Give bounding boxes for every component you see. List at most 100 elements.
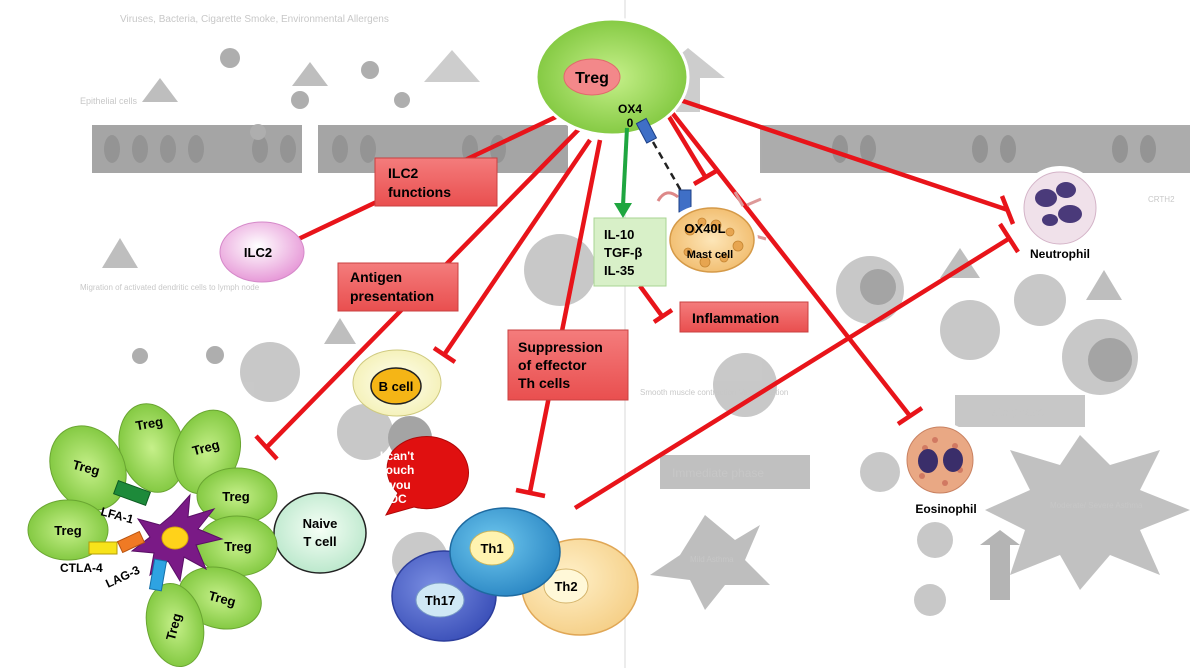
- lag3-molecule: [116, 530, 146, 554]
- treg-cluster-5: [27, 499, 109, 561]
- svg-text:ILC2: ILC2: [388, 165, 419, 181]
- connector-molecule: [148, 558, 168, 592]
- svg-text:Th cells: Th cells: [518, 375, 570, 391]
- mast-cell-body: [669, 207, 755, 273]
- ctla4-label: CTLA-4: [60, 561, 103, 575]
- ox40l-label: OX40L: [684, 221, 725, 236]
- suppression-box: Suppression of effector Th cells: [507, 329, 629, 401]
- bg-up-arrow: [980, 530, 1020, 600]
- bg-allergens: [102, 62, 1122, 344]
- bg-immediate-phase-box: [660, 455, 810, 489]
- dashed-link: [651, 141, 686, 197]
- inflammation-box: Inflammation: [679, 301, 809, 333]
- background-layer: Viruses, Bacteria, Cigarette Smoke, Envi…: [80, 0, 1190, 668]
- treg-main-nucleus: [563, 58, 621, 96]
- bar-mast: [692, 168, 720, 186]
- svg-text:Th2: Th2: [554, 579, 577, 594]
- mast-cell-label: Mast cell: [687, 249, 733, 261]
- svg-text:Th1: Th1: [480, 541, 503, 556]
- line-treg-neutrophil: [679, 97, 1009, 213]
- bg-epithelial-label: Epithelial cells: [80, 96, 138, 106]
- svg-text:B cell: B cell: [379, 379, 414, 394]
- svg-text:Treg: Treg: [222, 489, 250, 504]
- svg-text:presentation: presentation: [350, 288, 434, 304]
- neutrophil: Neutrophil: [1018, 166, 1102, 261]
- svg-text:Treg: Treg: [134, 414, 164, 434]
- bar-naive: [254, 434, 279, 461]
- bg-mild-asthma-burst: [650, 515, 770, 610]
- naive-t-cell: Naive T cell: [273, 492, 367, 574]
- svg-text:T cell: T cell: [303, 534, 336, 549]
- svg-text:Treg: Treg: [207, 588, 237, 610]
- treg-cluster-8: [145, 583, 205, 667]
- mast-cell-granules: [683, 217, 744, 268]
- bg-header-text: Viruses, Bacteria, Cigarette Smoke, Envi…: [120, 14, 389, 25]
- dendritic-nucleus: [161, 526, 189, 550]
- svg-text:ILC2: ILC2: [244, 245, 272, 260]
- svg-text:Treg: Treg: [191, 437, 221, 459]
- line-treg-eosinophil: [668, 108, 912, 418]
- bg-severe-asthma-burst: [985, 435, 1190, 590]
- svg-text:Antigen: Antigen: [350, 269, 402, 285]
- bg-smooth-muscle: Smooth muscle contraction Vasodilatation: [640, 388, 788, 397]
- svg-text:I can't: I can't: [380, 449, 414, 463]
- eosinophil: Eosinophil: [902, 422, 978, 516]
- svg-text:Th17: Th17: [425, 593, 455, 608]
- svg-text:of effector: of effector: [518, 357, 587, 373]
- bg-crth2: CRTH2: [1148, 195, 1175, 204]
- ctla4-molecule: [88, 541, 118, 555]
- th-cells: Th2 Th17 Th1: [391, 507, 639, 642]
- lag3-label: LAG-3: [103, 563, 142, 591]
- svg-text:functions: functions: [388, 184, 451, 200]
- svg-text:Naive: Naive: [303, 516, 338, 531]
- lfa1-molecule: [112, 479, 152, 507]
- activation-arrow: [614, 127, 632, 218]
- svg-text:Treg: Treg: [163, 612, 185, 642]
- treg-main-label: Treg: [575, 70, 609, 87]
- bar-th-neutrophil: [998, 222, 1020, 254]
- bar-neutrophil: [999, 195, 1016, 225]
- speech-bubble: I can't touch you DC: [380, 436, 469, 516]
- line-treg-th: [527, 139, 603, 493]
- svg-text:Treg: Treg: [71, 457, 101, 479]
- treg-cluster: Treg Treg Treg Treg Treg Treg Treg Treg …: [27, 403, 278, 667]
- ilc2-cell: ILC2: [219, 221, 305, 283]
- line-th-neutrophil: [573, 236, 1012, 510]
- bg-migration-label: Migration of activated dendritic cells t…: [80, 283, 260, 292]
- neutrophil-label: Neutrophil: [1030, 247, 1090, 261]
- bg-top-arrow-left: [424, 50, 480, 82]
- cytokine-tgfb: TGF-β: [604, 245, 642, 260]
- treg-cluster-3: [49, 425, 127, 511]
- antigen-presentation-box: Antigen presentation: [337, 262, 459, 312]
- bar-eosinophil: [896, 406, 924, 426]
- cytokine-il35: IL-35: [604, 263, 634, 278]
- bg-late-phase: Late phase: [985, 405, 1045, 419]
- svg-text:DC: DC: [389, 492, 407, 506]
- ilc2-functions-box: ILC2 functions: [374, 157, 498, 207]
- b-cell: B cell: [352, 349, 442, 417]
- bar-inflammation: [652, 308, 674, 324]
- eosinophil-label: Eosinophil: [915, 502, 976, 516]
- mast-cell: OX40L Mast cell: [656, 191, 767, 276]
- ox40-receptor: [635, 117, 658, 144]
- svg-text:Suppression: Suppression: [518, 339, 603, 355]
- bg-immediate-phase: Immediate phase: [672, 466, 764, 480]
- cytokine-il10: IL-10: [604, 227, 634, 242]
- svg-text:Inflammation: Inflammation: [692, 310, 779, 326]
- line-treg-mast: [663, 108, 708, 180]
- bg-late-phase-box: [955, 395, 1085, 427]
- svg-text:touch: touch: [382, 463, 415, 477]
- bar-th: [515, 487, 546, 499]
- bg-severe-asthma: Moderate/ Severe Asthma: [1050, 501, 1143, 510]
- line-treg-bcell: [442, 138, 592, 357]
- bg-blobs: [132, 48, 410, 458]
- bar-bcell: [432, 346, 457, 364]
- svg-text:Treg: Treg: [54, 523, 82, 538]
- bg-mild-asthma: Mild Asthma: [690, 555, 734, 564]
- svg-text:you: you: [389, 478, 410, 492]
- line-cytokines-inflammation: [638, 284, 664, 318]
